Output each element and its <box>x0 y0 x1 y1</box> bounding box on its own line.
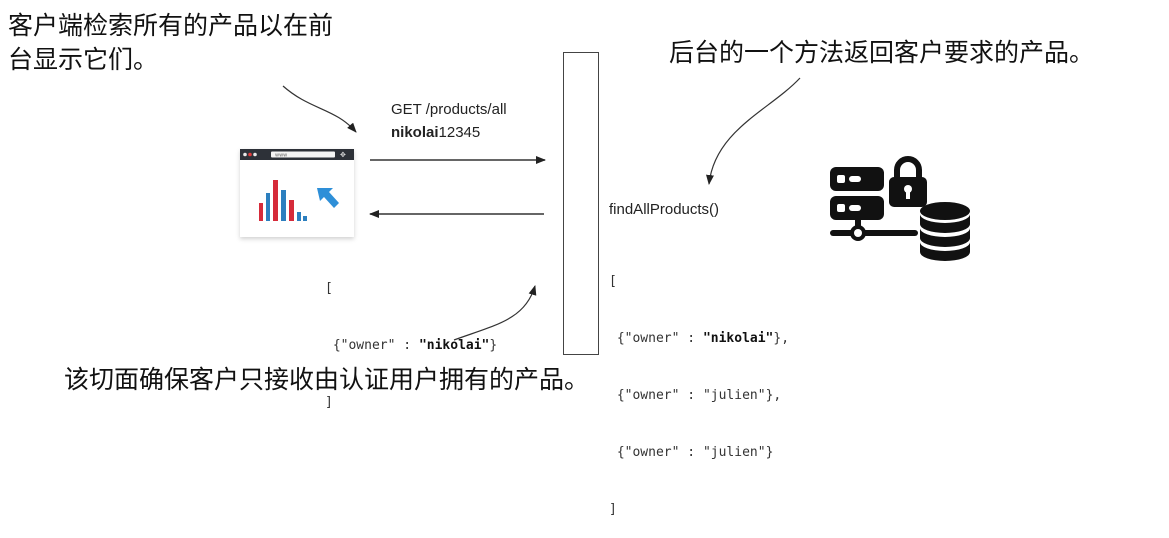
aspect-pointer-arrow <box>453 285 537 341</box>
address-text: www <box>275 153 287 159</box>
full-end-1: }, <box>765 388 782 403</box>
menu-icon: ✥ <box>340 151 346 159</box>
lock-shackle <box>894 156 922 178</box>
client-annotation-line1: 客户端检索所有的产品以在前 <box>8 11 334 40</box>
browser-frame <box>240 149 354 237</box>
cursor-arrow-icon <box>317 188 339 208</box>
chart-bar-3 <box>273 180 278 221</box>
filtered-value: "nikolai" <box>418 338 490 353</box>
full-response-row-0: {"owner" : "nikolai"}, <box>609 331 790 346</box>
chart-bar-6 <box>297 212 301 221</box>
full-key-1: "owner" <box>624 388 680 403</box>
chart-bar-2 <box>266 193 270 221</box>
aspect-filter-box <box>563 52 599 355</box>
client-pointer-arrow <box>282 85 357 133</box>
filtered-response: [ {"owner" : "nikolai"} ] <box>325 241 497 431</box>
chart-bar-4 <box>281 190 286 221</box>
full-response-open: [ <box>609 274 617 289</box>
window-dot-2 <box>248 152 252 157</box>
full-value-2: "julien" <box>702 445 766 460</box>
filtered-sep: : <box>395 338 419 353</box>
browser-window-svg: www ✥ <box>240 149 354 237</box>
filtered-response-row: {"owner" : "nikolai"} <box>325 338 498 353</box>
full-response-close: ] <box>609 502 617 517</box>
chart-bar-7 <box>303 216 307 221</box>
filtered-key: "owner" <box>340 338 396 353</box>
filtered-response-open: [ <box>325 281 333 296</box>
address-bar <box>271 151 335 158</box>
aspect-annotation: 该切面确保客户只接收由认证用户拥有的产品。 <box>64 365 590 394</box>
full-response-row-2: {"owner" : "julien"} <box>609 445 774 460</box>
full-response-row-1: {"owner" : "julien"}, <box>609 388 782 403</box>
chart-bar-5 <box>289 200 294 221</box>
backend-pointer-arrow <box>706 77 801 185</box>
filtered-response-close: ] <box>325 395 333 410</box>
window-dot-1 <box>243 152 247 157</box>
full-end-2: } <box>765 445 774 460</box>
request-endpoint: GET /products/all <box>391 101 507 118</box>
server-database-icon <box>826 152 976 270</box>
browser-window-icon: www ✥ <box>239 148 355 240</box>
method-name: findAllProducts() <box>609 201 720 218</box>
chart-bar-1 <box>259 203 263 221</box>
database-icon <box>920 202 970 261</box>
server-database-svg <box>830 156 970 261</box>
full-value-0: "nikolai" <box>702 331 774 346</box>
full-key-2: "owner" <box>624 445 680 460</box>
full-end-0: }, <box>773 331 790 346</box>
client-annotation: 客户端检索所有的产品以在前 台显示它们。 <box>8 9 333 77</box>
full-value-1: "julien" <box>702 388 766 403</box>
client-annotation-line2: 台显示它们。 <box>8 45 159 74</box>
window-dot-3 <box>253 152 257 157</box>
request-user: nikolai <box>391 124 439 141</box>
backend-annotation: 后台的一个方法返回客户要求的产品。 <box>669 38 1095 67</box>
full-key-0: "owner" <box>624 331 680 346</box>
request-credentials: nikolai12345 <box>391 124 480 141</box>
arrows-layer <box>282 77 801 341</box>
request-password: 12345 <box>438 124 481 141</box>
